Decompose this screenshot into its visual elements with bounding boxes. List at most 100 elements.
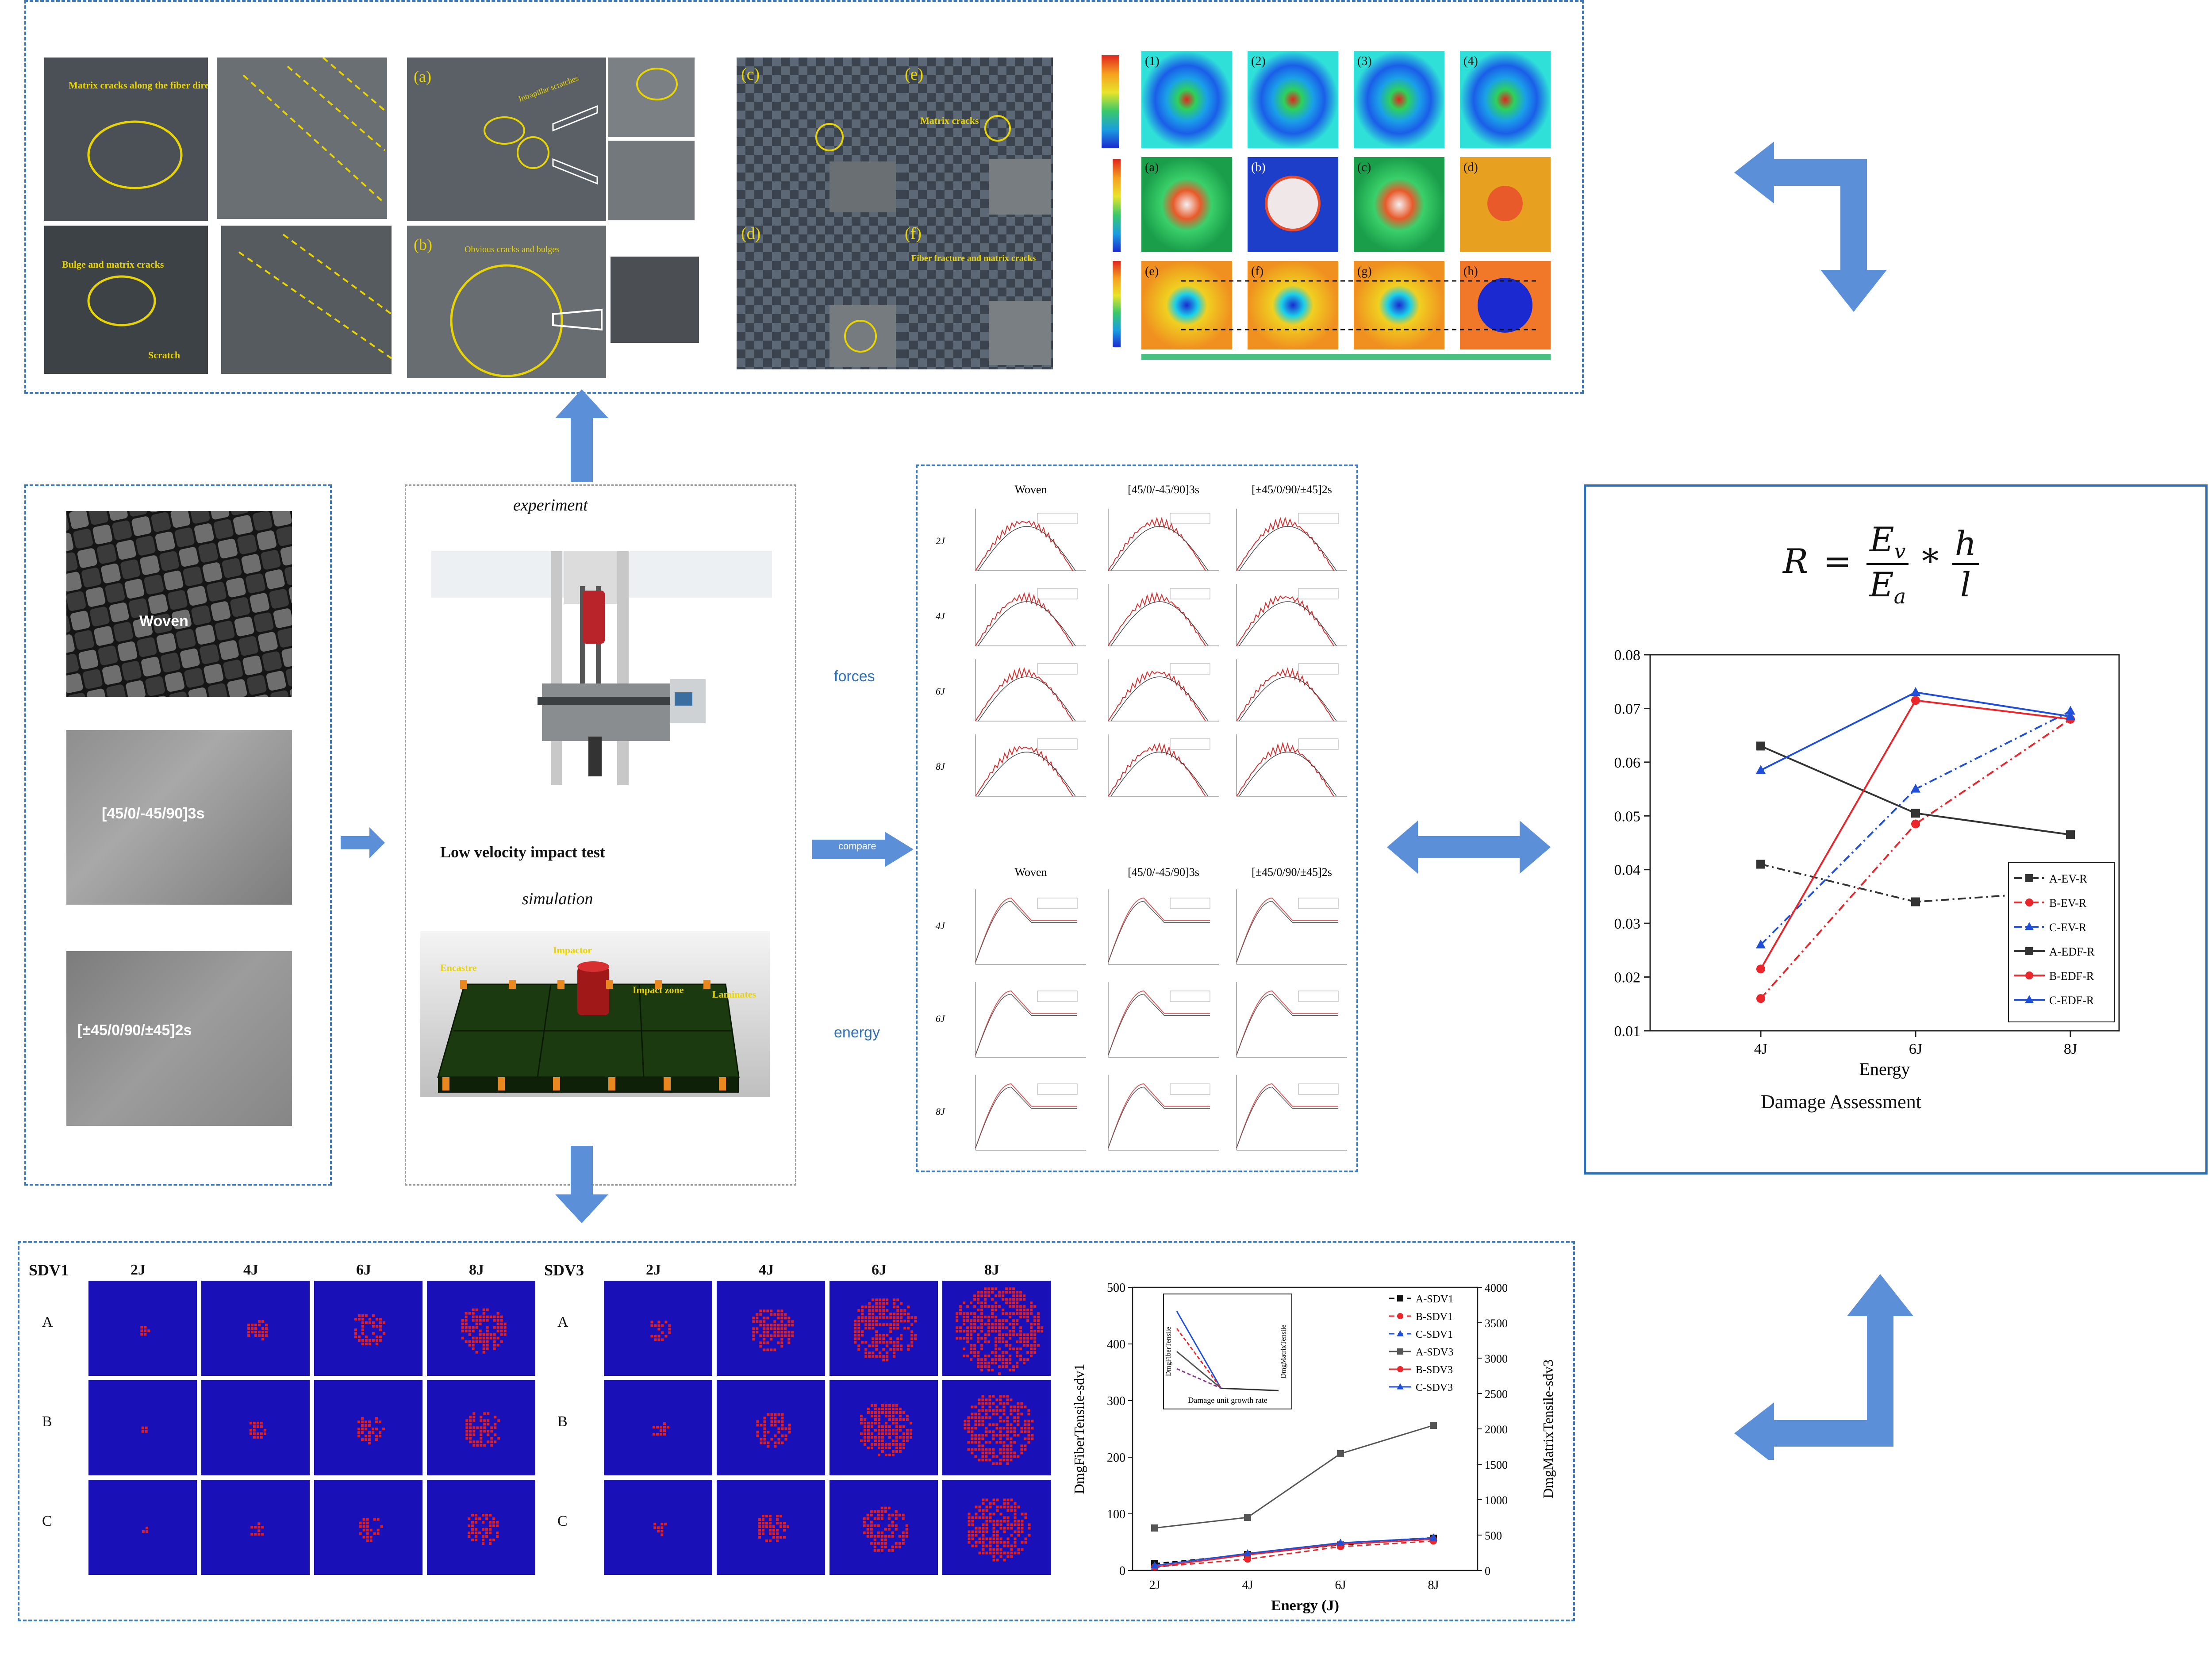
sdv-row-label: A	[42, 1314, 53, 1330]
row-1: (1) (2) (3) (4)	[1141, 51, 1551, 148]
sdv-damage-map	[314, 1380, 422, 1475]
data-point	[1911, 819, 1920, 829]
svg-text:(1): (1)	[1145, 54, 1160, 68]
arrow-up	[555, 389, 608, 482]
top-observation-panel	[24, 0, 1584, 394]
force-mini-chart	[1108, 584, 1219, 646]
label-b: (b)	[414, 236, 432, 253]
photo-panel-b-zoom	[611, 257, 699, 343]
y-tick-label: 300	[1107, 1394, 1125, 1408]
force-row-label: 4J	[936, 610, 945, 622]
legend-marker	[2025, 898, 2033, 906]
y-tick-label: 0.07	[1614, 701, 1641, 717]
series-line	[1154, 1537, 1434, 1566]
sdv-damage-map	[88, 1480, 197, 1575]
force-mini-chart	[1108, 509, 1219, 571]
svg-text:(f): (f)	[1251, 265, 1263, 278]
sdv-panel	[18, 1241, 1575, 1621]
sdv-damage-map	[314, 1480, 422, 1575]
sdv-damage-map	[427, 1480, 535, 1575]
series-C-SDV1	[1151, 1533, 1437, 1570]
legend-marker	[2025, 971, 2033, 979]
arrow-top-right	[1734, 142, 1887, 312]
data-point	[1756, 939, 1766, 948]
legend-marker	[1397, 1313, 1403, 1319]
sdv-energy-label: 2J	[646, 1262, 661, 1278]
data-point	[1911, 809, 1920, 818]
row-3: (e) (f) (g) (h)	[1141, 261, 1551, 360]
experiment-label: experiment	[513, 496, 588, 514]
arrow-compare	[812, 832, 914, 867]
sdv-damage-map	[88, 1380, 197, 1475]
y2-tick-label: 500	[1485, 1529, 1502, 1542]
compare-col-title-bottom: Woven	[1015, 866, 1047, 879]
svg-text:(d): (d)	[1463, 161, 1478, 174]
inset-y2-label: DmgMatrixTensile	[1280, 1324, 1287, 1378]
simulation-label: simulation	[522, 890, 593, 908]
series-line	[1760, 718, 2071, 999]
material-label-3: [±45/0/90/±45]2s	[77, 1022, 192, 1039]
series-line	[1154, 1539, 1434, 1568]
legend-label: A-SDV1	[1416, 1294, 1453, 1305]
svg-text:(4): (4)	[1463, 54, 1478, 68]
compare-col-title-bottom: [45/0/-45/90]3s	[1128, 866, 1199, 879]
y-tick-label: 0	[1119, 1564, 1125, 1578]
force-mini-chart	[1108, 659, 1219, 722]
sdv-energy-label: 4J	[759, 1262, 774, 1278]
y-tick-label: 0.03	[1614, 916, 1641, 932]
legend-marker	[1397, 1366, 1403, 1372]
legend-label: A-SDV3	[1416, 1347, 1453, 1358]
contour-legend	[1102, 55, 1119, 148]
y-tick-label: 0.06	[1614, 755, 1641, 771]
sdv-energy-label: 8J	[469, 1262, 484, 1278]
label-c: (c)	[741, 65, 760, 84]
label-impact-zone: Impact zone	[633, 984, 684, 995]
series-C-EV-R	[1756, 706, 2075, 948]
energy-mini-chart	[975, 889, 1086, 965]
sdv-damage-map	[942, 1380, 1051, 1475]
svg-text:(3): (3)	[1357, 54, 1372, 68]
sdv-damage-map	[830, 1281, 938, 1376]
sdv-chart: 0100200300400500050010001500200025003000…	[1071, 1281, 1556, 1614]
energy-row-label: 8J	[936, 1106, 945, 1117]
data-point	[1151, 1561, 1159, 1569]
y-tick-label: 0.04	[1614, 862, 1641, 879]
y2-axis-label: DmgMatrixTensile-sdv3	[1540, 1359, 1556, 1498]
arrow-down	[555, 1146, 608, 1223]
label-encastre: Encastre	[440, 962, 477, 973]
y-tick-label: 0.01	[1614, 1023, 1641, 1040]
data-point	[1756, 765, 1766, 774]
series-line	[1760, 863, 2071, 903]
material-label-2: [45/0/-45/90]3s	[102, 805, 205, 822]
sdv-damage-map	[942, 1480, 1051, 1575]
y2-tick-label: 1000	[1485, 1494, 1508, 1507]
series-C-SDV3	[1151, 1533, 1437, 1569]
legend-marker	[1397, 1330, 1404, 1336]
svg-text:(b): (b)	[1251, 161, 1266, 174]
energy-mini-chart	[975, 982, 1086, 1058]
y-tick-label: 0.08	[1614, 647, 1641, 664]
sdv-energy-label: 8J	[984, 1262, 999, 1278]
sdv-damage-map	[427, 1380, 535, 1475]
material-label-woven: Woven	[139, 613, 188, 630]
plot-frame	[1649, 654, 2120, 1032]
photo-surface-1: Matrix cracks along the fiber direction	[44, 58, 208, 221]
legend-marker	[1397, 1295, 1403, 1301]
sdv-row-label: C	[42, 1513, 52, 1529]
sdv-damage-map	[717, 1281, 825, 1376]
compare-col-title: [45/0/-45/90]3s	[1128, 483, 1199, 496]
photo-panel-a-zoom1	[608, 58, 695, 137]
data-point	[2066, 830, 2075, 839]
energy-mini-chart	[1236, 982, 1347, 1058]
compare-col-title: Woven	[1015, 483, 1047, 496]
energy-row-label: 4J	[936, 920, 945, 931]
force-mini-chart	[1236, 584, 1347, 646]
y2-tick-label: 2000	[1485, 1423, 1508, 1436]
data-point	[1756, 964, 1765, 974]
series-A-SDV3	[1151, 1422, 1437, 1532]
row-2: (a) (b) (c) (d)	[1141, 157, 1551, 252]
x-tick-label: 2J	[1149, 1578, 1160, 1592]
label-f: (f)	[905, 224, 922, 243]
data-point	[1756, 741, 1765, 751]
compare-panel	[916, 465, 1358, 1172]
